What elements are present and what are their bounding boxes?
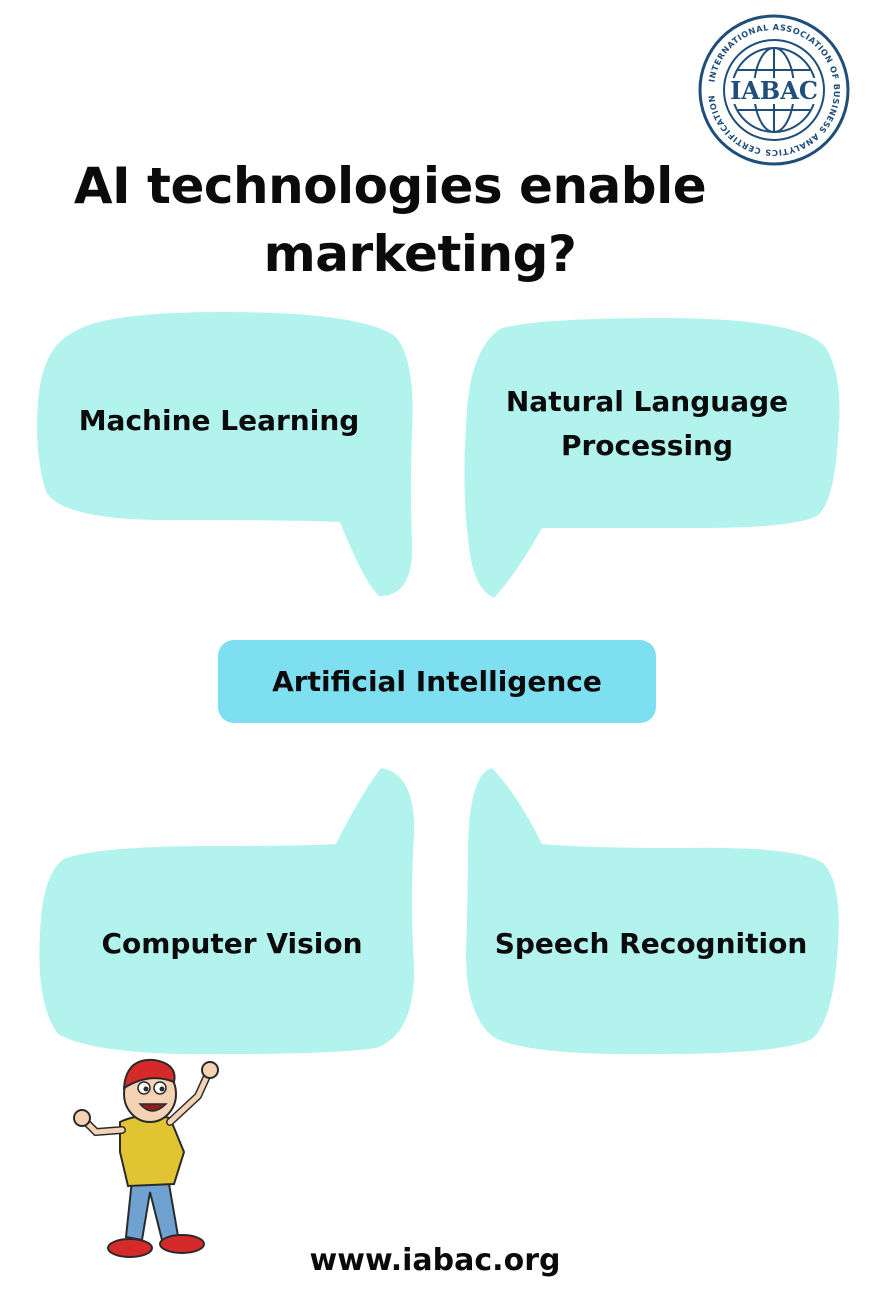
logo-text: IABAC xyxy=(730,76,818,105)
bubble-computer-vision: Computer Vision xyxy=(36,764,418,1056)
title-line-2: marketing? xyxy=(263,225,577,283)
bubble-label-line-1: Natural Language xyxy=(505,385,789,418)
website-url: www.iabac.org xyxy=(309,1243,561,1278)
bubble-machine-learning: Machine Learning xyxy=(34,312,416,602)
bubble-label-speech-recognition: Speech Recognition xyxy=(494,927,808,960)
speech-bubble-shape xyxy=(464,318,840,598)
bubble-label-machine-learning: Machine Learning xyxy=(78,404,360,437)
bubble-label-computer-vision: Computer Vision xyxy=(101,927,363,960)
speech-bubble-shape xyxy=(39,768,415,1055)
center-box-artificial-intelligence: Artificial Intelligence xyxy=(218,640,656,723)
bubble-speech-recognition: Speech Recognition xyxy=(462,764,842,1056)
bubble-natural-language-processing: Natural Language Processing xyxy=(462,318,842,602)
speech-bubble-shape xyxy=(466,768,839,1055)
page-title: AI technologies enable marketing? xyxy=(60,152,780,288)
title-line-1: AI technologies enable xyxy=(73,157,707,215)
bubble-label-natural-language-processing: Natural Language Processing xyxy=(482,374,812,474)
iabac-logo: INTERNATIONAL ASSOCIATION OF BUSINESS AN… xyxy=(698,14,850,166)
cartoon-boy-illustration xyxy=(70,1052,240,1267)
iabac-seal-icon: INTERNATIONAL ASSOCIATION OF BUSINESS AN… xyxy=(698,14,850,166)
bubble-label-line-2: Processing xyxy=(560,429,734,462)
speech-bubble-shape xyxy=(37,312,413,597)
cartoon-boy-icon xyxy=(73,1058,219,1258)
